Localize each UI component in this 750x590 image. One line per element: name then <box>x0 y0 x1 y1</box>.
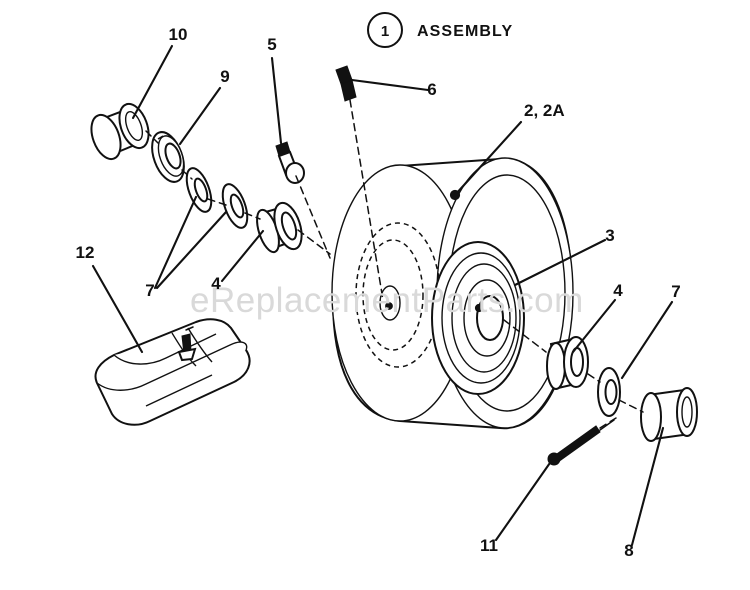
hub-bearing-left <box>256 201 303 254</box>
valve-stem-large <box>275 141 305 184</box>
washer-left-inner <box>221 183 249 229</box>
washer-left-inner-bore <box>229 193 245 219</box>
callout-label-4-right: 4 <box>613 281 623 300</box>
leader-10 <box>131 44 174 120</box>
valve-cap-small <box>335 65 357 102</box>
leader-12 <box>91 264 144 354</box>
axis-4-tire <box>297 229 331 255</box>
callout-label-6: 6 <box>427 80 436 99</box>
leader-5 <box>270 56 283 145</box>
assembly-badge-circle <box>367 12 403 48</box>
callout-label-3: 3 <box>605 226 614 245</box>
valve-cap-small-body <box>340 79 357 102</box>
watermark: eReplacementParts.com <box>190 281 584 320</box>
axis-valve5-tire <box>295 175 331 259</box>
inner-tube-fold-front <box>96 341 248 391</box>
inner-tube <box>94 318 251 426</box>
callout-label-8: 8 <box>624 541 633 560</box>
assembly-title: ASSEMBLY <box>417 23 513 40</box>
axis-10-9 <box>145 130 159 144</box>
axis-7r-8 <box>618 399 644 413</box>
rim-callout-dot <box>474 303 484 313</box>
callout-label-2-2a: 2, 2A <box>524 101 565 120</box>
cotter-pin <box>547 419 615 466</box>
spacer-tube-bore <box>681 396 693 428</box>
wheel-rim-hub <box>431 241 525 395</box>
hub-bearing-right-face <box>546 342 566 390</box>
tire-hidden-rim-inner <box>362 239 424 351</box>
inner-tube-valve-cap <box>185 326 194 331</box>
cotter-pin-shaft <box>553 425 601 463</box>
leader-9 <box>178 86 222 146</box>
bearing-seal <box>151 131 185 183</box>
callout-label-7-left: 7 <box>145 281 154 300</box>
callout-label-4-left: 4 <box>211 274 221 293</box>
axis-7a-7b <box>207 198 227 206</box>
leader-6 <box>350 78 430 92</box>
axis-7b-4 <box>244 212 261 220</box>
spacer-sleeve-left-face <box>90 113 122 161</box>
leader-3 <box>513 238 607 287</box>
leader-7-right <box>620 300 674 380</box>
washer-right-bore <box>604 379 618 405</box>
leader-lines <box>91 44 674 547</box>
assembly-header: 1 ASSEMBLY <box>367 12 513 48</box>
callout-label-7-right: 7 <box>671 282 680 301</box>
axis-pin-8 <box>599 417 617 429</box>
axis-valve6-tire <box>349 99 384 301</box>
leader-7-left-b <box>155 210 228 290</box>
assembly-badge-number: 1 <box>381 23 389 40</box>
callout-label-12: 12 <box>76 243 95 262</box>
callout-label-5: 5 <box>267 35 276 54</box>
callout-label-9: 9 <box>220 67 229 86</box>
axis-4r-7r <box>587 373 601 383</box>
bearing-seal-bore <box>164 142 182 170</box>
inner-tube-seam-b <box>187 327 213 363</box>
washer-right <box>597 367 621 417</box>
leader-4-right <box>571 298 617 354</box>
washer-left-outer-bore <box>193 177 209 203</box>
assembly-axis <box>145 99 644 429</box>
callout-labels: 10 9 5 6 2, 2A 3 4 7 8 11 7 4 12 <box>76 25 681 560</box>
leader-11 <box>494 458 554 542</box>
tire-axle-center-dot <box>385 302 393 310</box>
axis-rim-4r <box>503 319 547 353</box>
inner-tube-valve-base <box>177 347 197 362</box>
valve-stem-large-base <box>285 162 305 184</box>
spacer-tube-left-face <box>640 392 662 442</box>
axis-9-7a <box>181 169 193 180</box>
callout-label-10: 10 <box>169 25 188 44</box>
callout-label-11: 11 <box>480 536 498 555</box>
cotter-pin-tip <box>599 419 615 431</box>
leader-4-left <box>220 229 265 283</box>
rim-bore <box>476 295 504 341</box>
hub-bearing-right <box>546 336 589 390</box>
inner-tube-seam-c <box>145 374 213 407</box>
spacer-tube <box>640 387 698 442</box>
spacer-sleeve-bore <box>124 111 144 141</box>
spacer-sleeve <box>90 102 150 161</box>
washer-left-outer <box>185 167 213 213</box>
bearing-seal-edge <box>157 135 164 140</box>
leader-2 <box>453 120 523 197</box>
hub-bearing-left-bore <box>280 211 298 241</box>
leader-7-left-a <box>153 195 198 290</box>
leader-8 <box>630 426 665 547</box>
